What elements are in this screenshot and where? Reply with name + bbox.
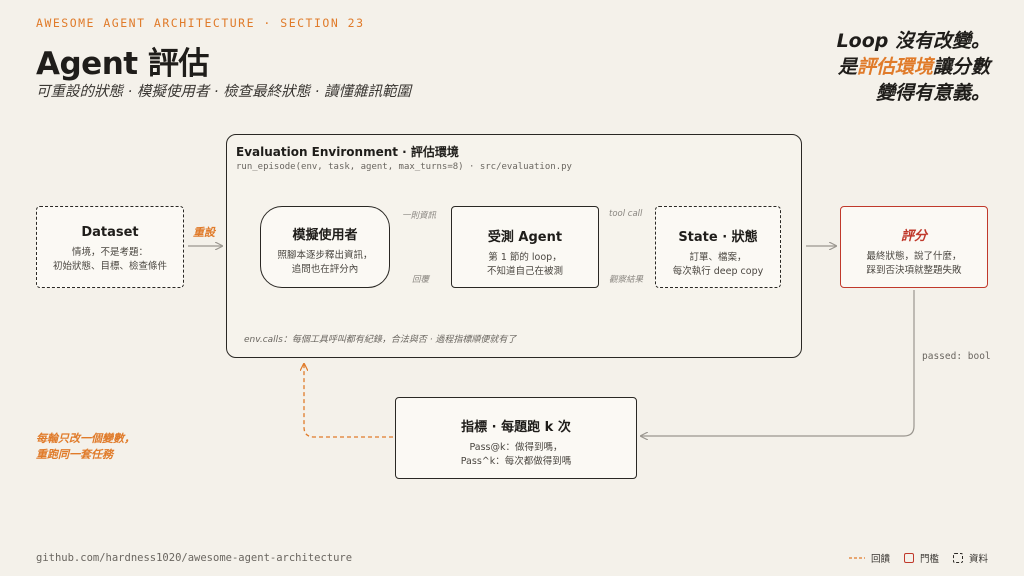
edge-label-tool-call: tool call bbox=[609, 209, 643, 219]
score-gate-node: 評分 最終狀態，說了什麼，踩到否決項就整題失敗 bbox=[840, 206, 988, 288]
legend: 回饋 門檻 資料 bbox=[848, 551, 988, 565]
user-simulator-title: 模擬使用者 bbox=[292, 228, 358, 243]
legend-gate: 門檻 bbox=[919, 554, 939, 565]
metrics-title: 指標 · 每題跑 k 次 bbox=[461, 420, 571, 435]
environment-signature: run_episode(env, task, agent, max_turns=… bbox=[236, 162, 572, 172]
agent-desc: 第 1 節的 loop，不知道自己在被測 bbox=[486, 252, 563, 277]
edge-label-observe: 觀察結果 bbox=[609, 275, 644, 285]
edge-passed bbox=[641, 290, 915, 436]
edge-label-passed: passed: bool bbox=[922, 351, 991, 362]
state-title: State · 狀態 bbox=[678, 230, 758, 245]
pull-quote: Loop 沒有改變。 是評估環境讓分數 變得有意義。 bbox=[690, 28, 990, 106]
dataset-desc: 情境，不是考題：初始狀態、目標、檢查條件 bbox=[52, 247, 167, 272]
quote-line-2: 是評估環境讓分數 bbox=[690, 54, 990, 80]
edge-label-reply: 回覆 bbox=[412, 275, 430, 285]
quote-line-3: 變得有意義。 bbox=[875, 82, 990, 104]
score-title: 評分 bbox=[900, 229, 927, 244]
side-note: 每輪只改一個變數， 重跑同一套任務 bbox=[36, 432, 135, 461]
environment-title: Evaluation Environment · 評估環境 bbox=[236, 145, 459, 159]
legend-data: 資料 bbox=[968, 554, 988, 565]
metrics-node: 指標 · 每題跑 k 次 Pass@k：做得到嗎，Pass^k：每次都做得到嗎 bbox=[395, 397, 637, 479]
legend-feedback: 回饋 bbox=[870, 554, 890, 565]
agent-under-test-node: 受測 Agent 第 1 節的 loop，不知道自己在被測 bbox=[451, 206, 599, 288]
edge-feedback bbox=[304, 364, 393, 438]
metrics-desc: Pass@k：做得到嗎，Pass^k：每次都做得到嗎 bbox=[460, 442, 572, 467]
page-title: Agent 評估 bbox=[36, 46, 209, 82]
agent-title: 受測 Agent bbox=[487, 230, 563, 245]
page-subtitle: 可重設的狀態 · 模擬使用者 · 檢查最終狀態 · 讀懂雜訊範圍 bbox=[36, 84, 411, 100]
quote-line-1: Loop 沒有改變。 bbox=[836, 30, 990, 52]
user-simulator-desc: 照腳本逐步釋出資訊，追問也在評分內 bbox=[277, 250, 373, 275]
edge-label-reveal: 一則資訊 bbox=[402, 211, 437, 221]
edge-label-reset: 重設 bbox=[193, 226, 215, 239]
state-desc: 訂單、檔案，每次執行 deep copy bbox=[672, 252, 764, 277]
environment-calls-note: env.calls：每個工具呼叫都有紀錄，合法與否 · 過程指標順便就有了 bbox=[244, 335, 517, 345]
feedback-swatch-icon bbox=[848, 557, 865, 559]
user-simulator-node: 模擬使用者 照腳本逐步釋出資訊，追問也在評分內 bbox=[260, 206, 390, 288]
quote-highlight: 評估環境 bbox=[856, 56, 933, 78]
section-kicker: AWESOME AGENT ARCHITECTURE · SECTION 23 bbox=[36, 16, 365, 30]
state-node: State · 狀態 訂單、檔案，每次執行 deep copy bbox=[655, 206, 781, 288]
data-swatch-icon bbox=[952, 553, 963, 563]
score-desc: 最終狀態，說了什麼，踩到否決項就整題失敗 bbox=[866, 251, 962, 276]
quote-prefix: 是 bbox=[837, 56, 857, 78]
gate-swatch-icon bbox=[903, 553, 914, 563]
quote-suffix: 讓分數 bbox=[932, 56, 990, 78]
dataset-node: Dataset 情境，不是考題：初始狀態、目標、檢查條件 bbox=[36, 206, 184, 288]
dataset-title: Dataset bbox=[81, 225, 139, 240]
repo-link[interactable]: github.com/hardness1020/awesome-agent-ar… bbox=[36, 552, 353, 564]
